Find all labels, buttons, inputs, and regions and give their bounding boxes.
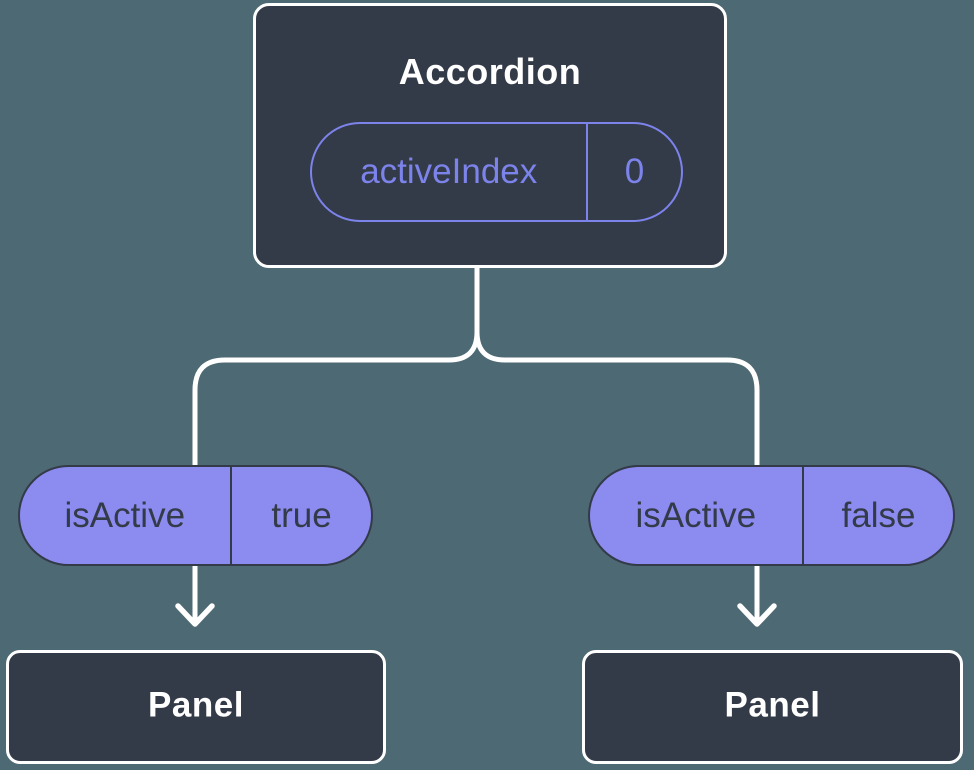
arrowhead-right-icon <box>737 603 777 627</box>
panel-node-right: Panel <box>582 650 963 764</box>
is-active-true-prop-pill: isActive true <box>18 465 373 566</box>
pill-divider <box>229 467 232 564</box>
active-index-state-pill: activeIndex 0 <box>310 122 683 222</box>
pill-divider <box>801 467 804 564</box>
prop-name: isActive <box>64 495 186 535</box>
panel-node-title: Panel <box>148 685 244 725</box>
is-active-false-prop-pill: isActive false <box>588 465 955 566</box>
prop-name: isActive <box>635 495 757 535</box>
state-name: activeIndex <box>360 152 538 191</box>
state-value: 0 <box>624 152 645 191</box>
connector-right-branch <box>474 263 760 623</box>
prop-value: false <box>841 495 916 535</box>
accordion-node: Accordion activeIndex 0 <box>253 3 727 268</box>
arrowhead-left-icon <box>175 603 215 627</box>
pill-divider <box>585 124 588 220</box>
panel-node-title: Panel <box>724 685 821 725</box>
accordion-node-title: Accordion <box>398 51 582 92</box>
prop-value: true <box>271 495 332 535</box>
panel-node-left: Panel <box>6 650 386 764</box>
connector-left-branch <box>192 263 480 623</box>
